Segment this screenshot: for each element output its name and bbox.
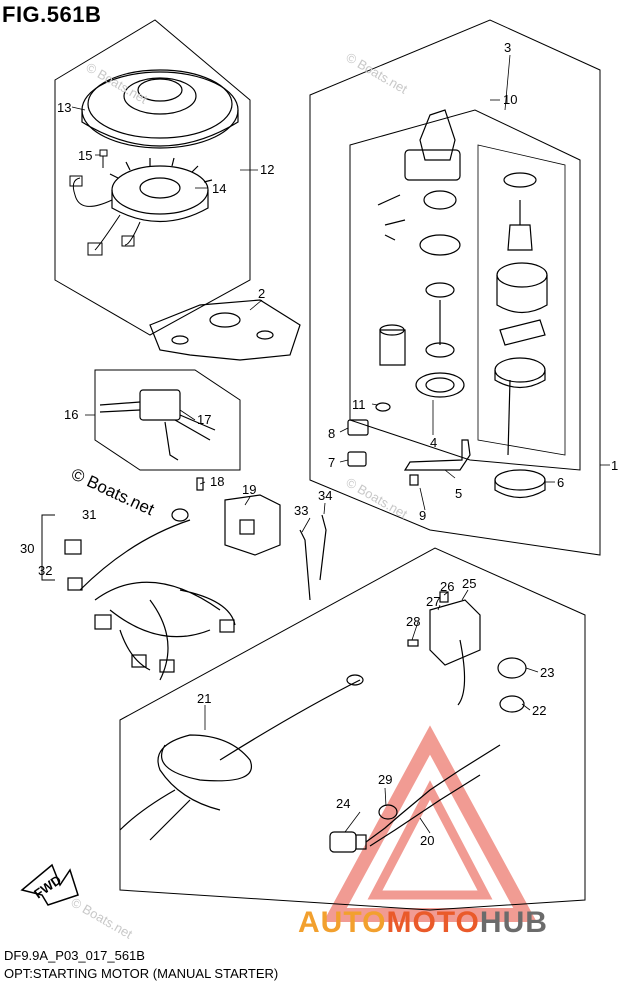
cable-ties	[299, 514, 327, 601]
part-label-12: 12	[260, 162, 274, 177]
part-label-11: 11	[352, 397, 366, 412]
part-label-16: 16	[64, 407, 78, 422]
part-label-7: 7	[328, 455, 335, 470]
part-label-13: 13	[57, 100, 71, 115]
key-switch-part	[329, 744, 501, 853]
brand-watermark: AUTOMOTOHUB	[298, 906, 548, 940]
regulator-part	[99, 389, 216, 491]
part-label-24: 24	[336, 796, 350, 811]
part-label-1: 1	[611, 458, 618, 473]
part-label-33: 33	[294, 503, 308, 518]
stator-wires	[69, 175, 141, 256]
plate-part	[149, 299, 301, 361]
wire-harness-part	[64, 508, 236, 681]
brand-triangle-watermark	[323, 725, 537, 922]
brand-part-1: AUTO	[298, 906, 387, 939]
part-label-14: 14	[212, 181, 226, 196]
bracket-30-32	[41, 514, 55, 581]
site-watermark: © Boats.net	[344, 50, 411, 97]
part-label-19: 19	[242, 482, 256, 497]
part-label-25: 25	[462, 576, 476, 591]
part-label-6: 6	[557, 475, 564, 490]
figure-title: FIG.561B	[2, 2, 102, 27]
box-starter-inner	[349, 109, 581, 471]
figure-caption: OPT:STARTING MOTOR (MANUAL STARTER)	[4, 966, 279, 981]
part-label-23: 23	[540, 665, 554, 680]
part-label-26: 26	[440, 579, 454, 594]
part-label-34: 34	[318, 488, 332, 503]
box-regulator	[94, 369, 241, 471]
brand-part-3: HUB	[479, 906, 548, 939]
switch-assembly-part	[407, 591, 527, 713]
part-label-21: 21	[197, 691, 211, 706]
model-code: DF9.9A_P03_017_561B	[4, 948, 145, 963]
part-label-28: 28	[406, 614, 420, 629]
part-label-4: 4	[430, 435, 437, 450]
flywheel-part	[81, 69, 239, 149]
part-label-8: 8	[328, 426, 335, 441]
part-label-3: 3	[504, 40, 511, 55]
clamp-band-part	[494, 469, 546, 499]
box-starter-group	[309, 19, 601, 556]
part-label-20: 20	[420, 833, 434, 848]
part-label-18: 18	[210, 474, 224, 489]
site-watermark: © Boats.net	[69, 895, 136, 942]
part-labels: 1 2 3 4 5 6 7 8 9 10 11 12 13 14 15 16 1…	[20, 40, 618, 848]
armature-part	[494, 172, 548, 456]
part-label-2: 2	[258, 286, 265, 301]
part-label-10: 10	[503, 92, 517, 107]
brand-part-2: MOTO	[386, 906, 480, 939]
stator-part	[109, 157, 213, 222]
rectifier-part	[224, 494, 281, 556]
part-label-29: 29	[378, 772, 392, 787]
part-label-32: 32	[38, 563, 52, 578]
fwd-arrow-icon: FWD	[20, 863, 79, 906]
part-label-15: 15	[78, 148, 92, 163]
battery-cable-part	[119, 674, 364, 841]
box-wiring-group	[119, 547, 586, 911]
box-armature	[477, 144, 566, 456]
part-label-27: 27	[426, 594, 440, 609]
part-label-30: 30	[20, 541, 34, 556]
relay-parts	[347, 402, 391, 467]
bolt-15	[99, 149, 108, 168]
bracket-part	[403, 439, 471, 486]
part-label-5: 5	[455, 486, 462, 501]
site-watermark: © Boats.net	[84, 60, 151, 107]
leader-lines	[71, 54, 610, 834]
part-label-9: 9	[419, 508, 426, 523]
part-label-31: 31	[82, 507, 96, 522]
box-flywheel-group	[54, 19, 251, 336]
part-label-22: 22	[532, 703, 546, 718]
part-label-17: 17	[197, 412, 211, 427]
starter-motor-part	[377, 109, 465, 398]
